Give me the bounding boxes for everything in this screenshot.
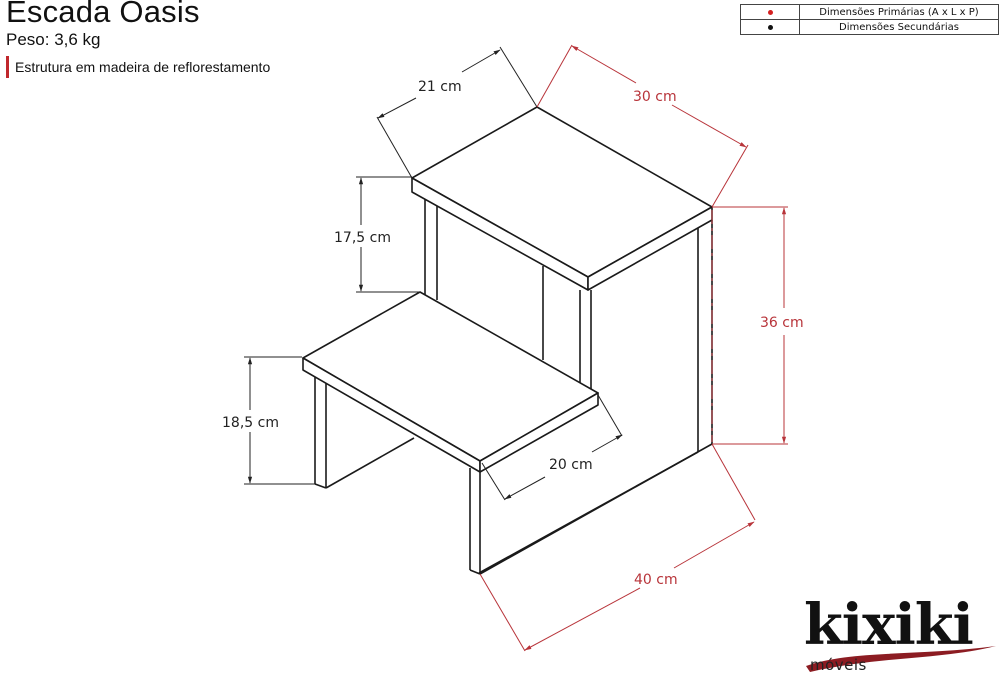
legend-row-secondary: Dimensões Secundárias — [740, 19, 999, 35]
dim-40cm: 40 cm — [634, 572, 678, 588]
swoosh-icon — [806, 646, 996, 672]
primary-dimensions — [479, 44, 788, 652]
brand-subtitle: móveis — [810, 656, 867, 674]
secondary-dimensions — [244, 46, 623, 501]
product-weight: Peso: 3,6 kg — [6, 30, 101, 49]
material-text: Estrutura em madeira de reflorestamento — [15, 59, 271, 75]
dim-21cm: 21 cm — [418, 79, 462, 95]
legend-label-secondary: Dimensões Secundárias — [799, 19, 999, 35]
material-note: Estrutura em madeira de reflorestamento — [6, 56, 270, 78]
stool-outline — [302, 106, 713, 575]
product-title: Escada Oasis — [6, 0, 200, 29]
brand-logo: kixiki móveis — [800, 592, 1000, 686]
black-dot-icon — [767, 24, 773, 30]
dimension-legend: Dimensões Primárias (A x L x P) Dimensõe… — [740, 4, 999, 35]
dim-36cm: 36 cm — [760, 315, 804, 331]
dim-18-5cm: 18,5 cm — [222, 415, 279, 431]
dim-20cm: 20 cm — [549, 457, 593, 473]
red-dot-icon — [767, 9, 773, 15]
dim-17-5cm: 17,5 cm — [334, 230, 391, 246]
brand-name: kixiki — [804, 592, 974, 658]
accent-bar — [6, 56, 9, 78]
legend-row-primary: Dimensões Primárias (A x L x P) — [740, 4, 999, 20]
dim-30cm: 30 cm — [633, 89, 677, 105]
